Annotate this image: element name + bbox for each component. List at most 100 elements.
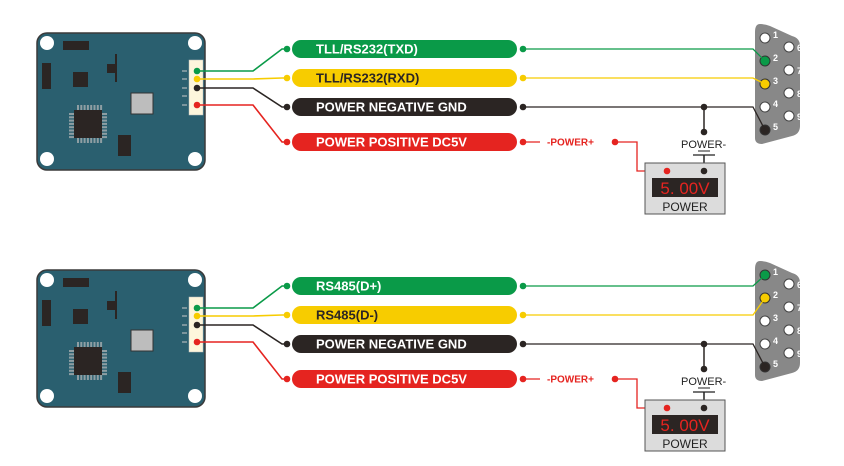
- connector-pin-dot: [193, 67, 201, 75]
- wire-segment: [199, 48, 288, 72]
- mounting-hole: [40, 36, 54, 50]
- smd-component: [42, 63, 51, 89]
- wire-green: TLL/RS232(TXD): [193, 40, 766, 75]
- wire-yellow: TLL/RS232(RXD): [193, 69, 766, 87]
- db9-pin-4: [759, 101, 771, 113]
- mcu-chip: [74, 347, 102, 375]
- meter-caption: POWER: [662, 437, 708, 451]
- chip-pin: [69, 359, 74, 362]
- chip-pin: [90, 375, 93, 380]
- connector-pin-dot: [193, 75, 201, 83]
- smd-component: [115, 54, 117, 82]
- chip-pin: [96, 342, 99, 347]
- smd-component: [118, 372, 131, 393]
- wire-label-text: TLL/RS232(TXD): [316, 42, 418, 57]
- db9-pin-label: 8: [797, 89, 802, 99]
- wire-black: POWER NEGATIVE GND: [193, 84, 766, 136]
- wire-label-text: RS485(D+): [316, 279, 381, 294]
- chip-pin: [69, 356, 74, 359]
- wire-end-dot: [283, 138, 291, 146]
- chip-pin: [69, 113, 74, 115]
- smd-component: [42, 300, 51, 326]
- mounting-hole: [188, 152, 202, 166]
- db9-pin-8: [783, 87, 795, 99]
- wire-to-db9: [523, 77, 766, 85]
- mounting-hole: [188, 36, 202, 50]
- meter-plus-terminal: [663, 167, 671, 175]
- db9-pin-6: [783, 278, 795, 290]
- wire-label-pill: [292, 133, 517, 151]
- db9-pin-3: [759, 315, 771, 327]
- mounting-hole: [188, 273, 202, 287]
- db9-pin-6: [783, 41, 795, 53]
- chip-pin: [69, 366, 74, 369]
- db9-pin-label: 7: [797, 303, 802, 313]
- chip-pin: [102, 373, 107, 376]
- chip-pin: [80, 138, 83, 143]
- wire-end-dot: [283, 282, 291, 290]
- chip-pin: [69, 116, 74, 119]
- chip-pin: [102, 122, 107, 125]
- chip-pin: [96, 138, 99, 143]
- chip-pin: [102, 359, 107, 362]
- wire-to-db9: [523, 343, 766, 368]
- power-minus-label: POWER-: [681, 376, 727, 388]
- smd-component: [115, 291, 117, 319]
- chip-pin: [96, 375, 99, 380]
- wire-end-dot: [283, 311, 291, 319]
- crystal-component: [130, 329, 154, 352]
- connector-pin-dot: [193, 101, 201, 109]
- chip-pin: [100, 105, 103, 110]
- meter-display: [652, 415, 718, 434]
- mcu-chip: [74, 110, 102, 138]
- chip-pin: [80, 105, 83, 110]
- meter-display: [652, 178, 718, 197]
- db9-pin-label: 7: [797, 66, 802, 76]
- wire-to-db9: [523, 48, 766, 62]
- wire-label-text: POWER POSITIVE DC5V: [316, 135, 467, 150]
- wire-segment: [199, 285, 288, 309]
- chip-pin: [100, 375, 103, 380]
- chip-pin: [102, 353, 107, 356]
- chip-pin: [102, 119, 107, 122]
- smd-component: [107, 301, 117, 310]
- db9-pin-label: 3: [773, 76, 778, 86]
- wire-label-pill: [292, 98, 517, 116]
- chip-pin: [86, 138, 89, 143]
- meter-minus-terminal: [700, 167, 708, 175]
- db9-pin-7: [783, 301, 795, 313]
- meter-reading: 5. 00V: [660, 179, 710, 198]
- meter-plus-terminal: [663, 404, 671, 412]
- db9-pin-label: 2: [773, 53, 778, 63]
- wire-segment: [199, 104, 288, 143]
- db9-pin-label: 5: [773, 359, 778, 369]
- chip-pin: [93, 138, 96, 143]
- power-minus-label: POWER-: [681, 139, 727, 151]
- chip-pin: [102, 369, 107, 372]
- chip-pin: [80, 342, 83, 347]
- chip-pin: [77, 138, 79, 143]
- wire-end-dot: [283, 340, 291, 348]
- chip-pin: [69, 132, 74, 135]
- chip-pin: [83, 138, 86, 143]
- chip-pin: [102, 129, 107, 132]
- smd-component: [107, 64, 117, 73]
- wire-to-db9: [523, 274, 766, 287]
- db9-pin-4: [759, 338, 771, 350]
- wire-black: POWER NEGATIVE GND: [193, 321, 766, 373]
- wire-red: POWER POSITIVE DC5V-POWER+: [193, 101, 671, 175]
- smd-component: [63, 41, 89, 50]
- chip-pin: [69, 129, 74, 132]
- smd-component: [118, 135, 131, 156]
- chip-pin: [102, 366, 107, 369]
- db9-pin-label: 4: [773, 336, 778, 346]
- pcb-board: [36, 269, 206, 408]
- wire-green: RS485(D+): [193, 274, 766, 312]
- wire-label-pill: [292, 69, 517, 87]
- chip-pin: [80, 375, 83, 380]
